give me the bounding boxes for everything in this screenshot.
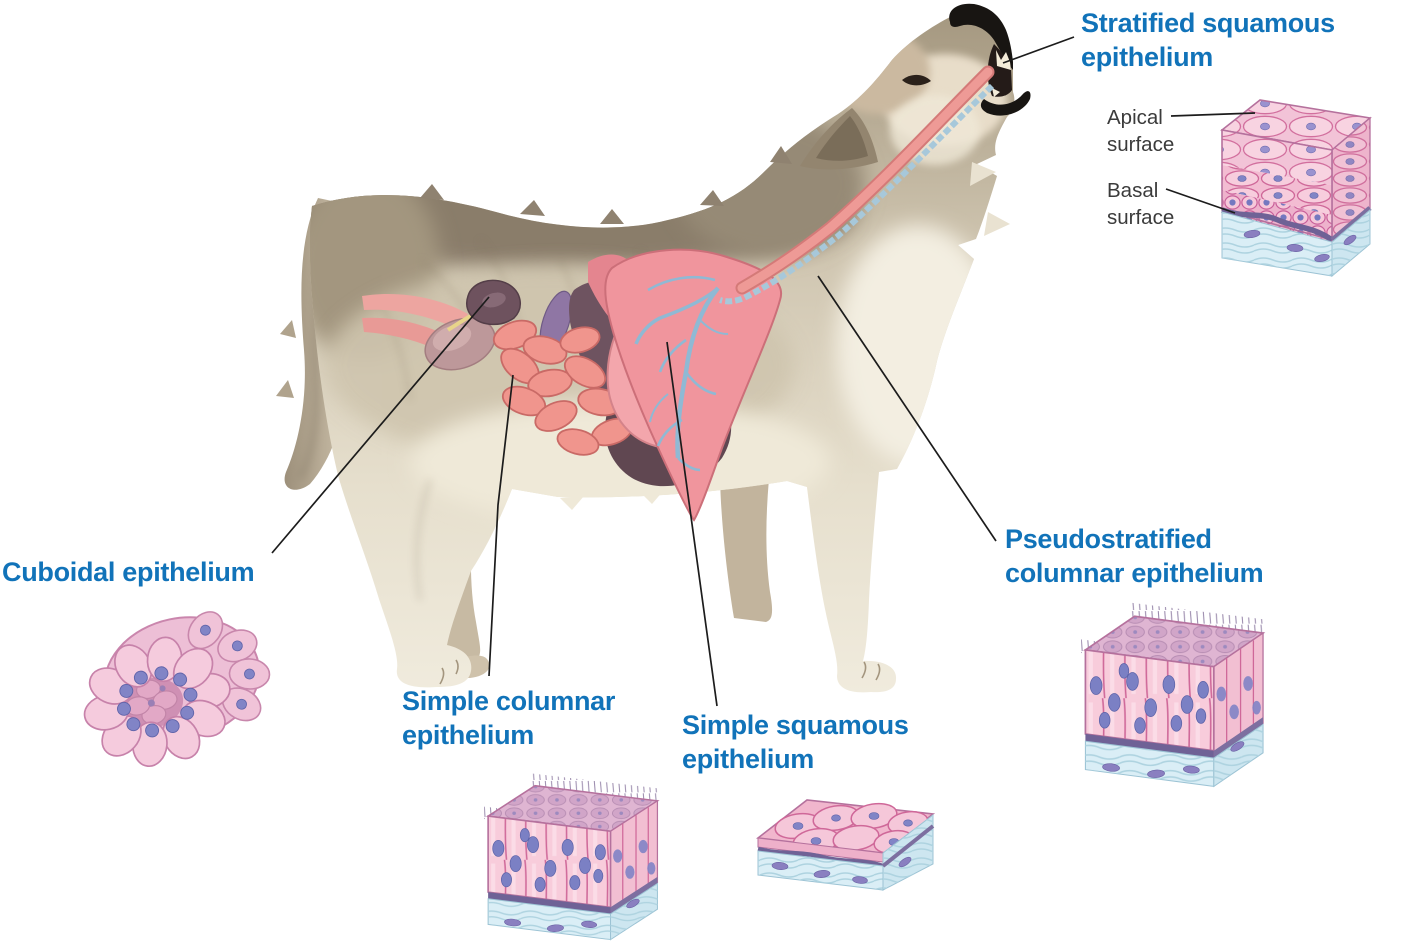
- wolf-nose-icon: [949, 3, 1013, 71]
- wolf-mouth-icon: [987, 44, 1012, 97]
- leader-simple-squamous: [666, 341, 718, 707]
- label-cuboidal-epithelium: Cuboidal epithelium: [2, 557, 255, 587]
- label-apical-surface: Apical surface: [1107, 106, 1175, 156]
- wolf-paw-toes: [439, 659, 881, 685]
- leader-basal-surface: [1165, 188, 1236, 214]
- leader-apical-surface: [1170, 112, 1256, 117]
- label-simple-columnar-epithelium: Simple columnar epithelium: [402, 686, 616, 750]
- simple-columnar-tissue: [483, 772, 661, 941]
- stratified-squamous-tissue: [1220, 99, 1372, 278]
- leader-cuboidal: [271, 296, 490, 554]
- leader-stratified-squamous: [1002, 36, 1075, 64]
- intestines: [492, 319, 634, 456]
- uterine-horns: [362, 294, 468, 330]
- simple-squamous-tissue: [755, 799, 936, 891]
- bronchial-tree: [634, 275, 729, 472]
- label-pseudostratified-columnar-epithelium: Pseudostratified columnar epithelium: [1005, 524, 1264, 588]
- wolf-organs: [362, 65, 995, 522]
- label-stratified-squamous-epithelium: Stratified squamous epithelium: [1081, 8, 1335, 72]
- trachea: [719, 83, 995, 305]
- cuboidal-cells: [83, 636, 231, 768]
- pseudostratified-columnar-tissue: [1080, 601, 1267, 788]
- leader-simple-columnar: [488, 374, 514, 677]
- wolf-muzzle: [902, 3, 1031, 116]
- wolf-fur-spikes: [420, 146, 1010, 510]
- leader-pseudostratified: [817, 275, 997, 542]
- wolf-illustration: [276, 3, 1031, 693]
- lungs: [604, 248, 783, 522]
- label-basal-surface: Basal surface: [1107, 179, 1175, 229]
- cuboidal-tissue: [83, 611, 271, 768]
- cuboidal-nuclei: [117, 666, 198, 738]
- label-simple-squamous-epithelium: Simple squamous epithelium: [682, 710, 909, 774]
- leader-lines: [271, 36, 1256, 707]
- wolf-eye-icon: [902, 74, 931, 86]
